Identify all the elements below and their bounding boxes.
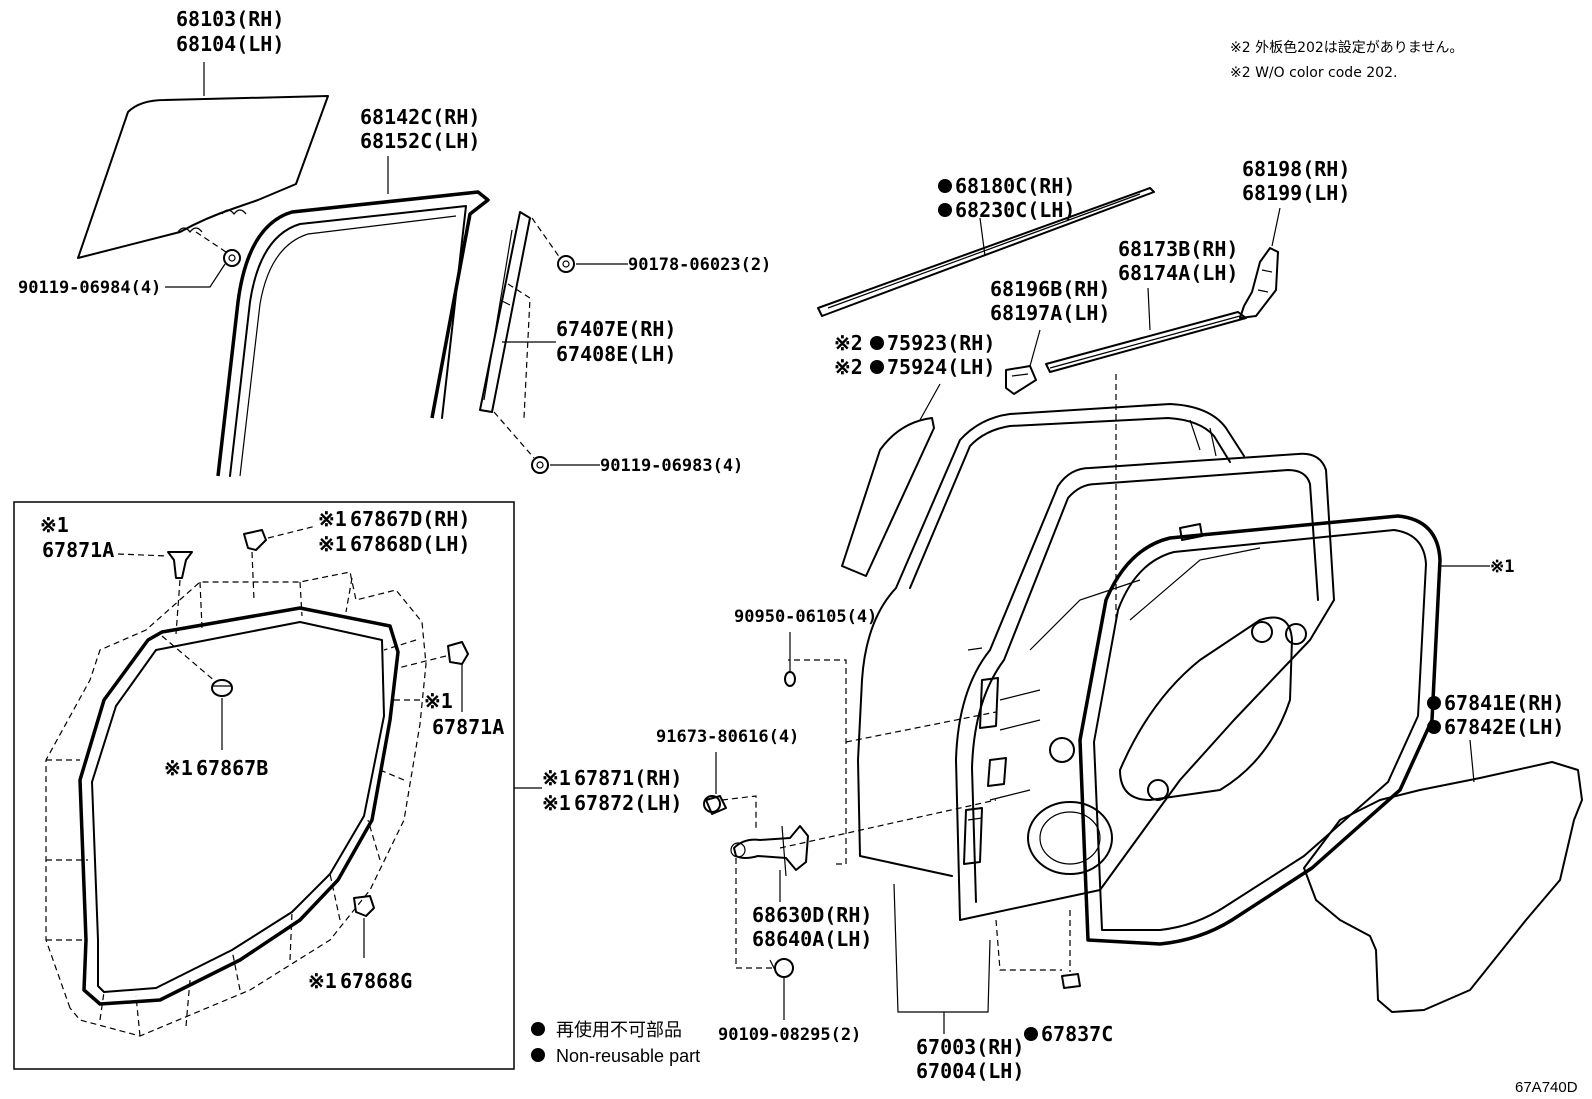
bolt-icon-2 <box>531 456 549 474</box>
label-67004: 67004(LH) <box>916 1059 1024 1083</box>
ref2-b: ※2 <box>834 355 863 379</box>
door-weatherstrip <box>1078 514 1442 946</box>
label-67871A-right: 67871A <box>432 715 504 739</box>
ref1-67868G: ※1 <box>308 969 337 993</box>
label-75923: 75923(RH) <box>887 331 995 355</box>
label-68142C: 68142C(RH) <box>360 105 480 129</box>
label-67871A-top: 67871A <box>42 538 114 562</box>
label-68152C: 68152C(LH) <box>360 129 480 153</box>
label-75924: 75924(LH) <box>887 355 995 379</box>
bolt-icon-3 <box>703 795 727 815</box>
ref1-weatherstrip: ※1 <box>1490 557 1514 577</box>
legend-en: Non-reusable part <box>556 1046 700 1066</box>
label-67868G: 67868G <box>340 969 412 993</box>
bolt-icon <box>223 249 241 267</box>
ref2-a: ※2 <box>834 331 863 355</box>
label-67837C: 67837C <box>1041 1022 1113 1046</box>
label-68173B: 68173B(RH) <box>1118 237 1238 261</box>
rear-bracket <box>1239 247 1279 319</box>
label-68103: 68103(RH) <box>176 7 284 31</box>
label-67868D: 67868D(LH) <box>350 532 470 556</box>
guide-bracket <box>1005 365 1037 395</box>
rear-door-panel <box>841 403 1335 921</box>
ref1-67872: ※1 <box>542 791 571 815</box>
legend-bullet-jp <box>531 1022 545 1036</box>
note-jp: ※2 外板色202は設定がありません。 <box>1230 39 1463 56</box>
label-68104: 68104(LH) <box>176 32 284 56</box>
label-90119-06983: 90119-06983(4) <box>600 456 743 476</box>
ref1-67867D: ※1 <box>318 507 347 531</box>
label-67842E: 67842E(LH) <box>1444 715 1564 739</box>
clip-67867B <box>211 679 233 697</box>
label-68174A: 68174A(LH) <box>1118 261 1238 285</box>
label-90109-08295: 90109-08295(2) <box>718 1025 861 1045</box>
label-68197A: 68197A(LH) <box>990 301 1110 325</box>
inset-box <box>13 501 515 1070</box>
label-67867D: 67867D(RH) <box>350 507 470 531</box>
door-check <box>730 825 809 877</box>
clip-67867D <box>243 529 267 551</box>
label-67407E: 67407E(RH) <box>556 317 676 341</box>
service-hole-cover <box>1303 761 1583 1013</box>
note-en: ※2 W/O color code 202. <box>1230 65 1397 81</box>
glass-run-channel <box>479 211 531 413</box>
clip-icon <box>557 255 575 273</box>
clip-67868G <box>353 895 375 917</box>
door-glass <box>77 95 329 259</box>
label-68199: 68199(LH) <box>1242 181 1350 205</box>
figure-code: 67A740D <box>1515 1079 1578 1096</box>
label-68230C: 68230C(LH) <box>955 198 1075 222</box>
label-68198: 68198(RH) <box>1242 157 1350 181</box>
inset-weatherstrip <box>45 571 427 1037</box>
label-90950-06105: 90950-06105(4) <box>734 607 877 627</box>
ref1-67868D: ※1 <box>318 532 347 556</box>
label-67872: 67872(LH) <box>574 791 682 815</box>
legend-bullet-en <box>531 1048 545 1062</box>
label-91673-80616: 91673-80616(4) <box>656 727 799 747</box>
legend-jp: 再使用不可部品 <box>556 1020 682 1040</box>
ref1-67871: ※1 <box>542 766 571 790</box>
clip-67871A-top <box>167 551 193 579</box>
belt-weatherstrip <box>1045 311 1247 373</box>
label-90178-06023: 90178-06023(2) <box>628 255 771 275</box>
label-90119-06984: 90119-06984(4) <box>18 278 161 298</box>
label-67841E: 67841E(RH) <box>1444 691 1564 715</box>
label-67003: 67003(RH) <box>916 1035 1024 1059</box>
label-67871: 67871(RH) <box>574 766 682 790</box>
label-67408E: 67408E(LH) <box>556 342 676 366</box>
door-frame-moulding <box>216 190 490 477</box>
clip-67871A-right <box>447 641 469 665</box>
label-68640A: 68640A(LH) <box>752 927 872 951</box>
ref1-67871A-right: ※1 <box>424 689 453 713</box>
label-67867B: 67867B <box>196 756 268 780</box>
bolt-icon-4 <box>769 958 794 978</box>
label-68630D: 68630D(RH) <box>752 903 872 927</box>
label-68180C: 68180C(RH) <box>955 174 1075 198</box>
ref1-67867B: ※1 <box>164 756 193 780</box>
ref1-67871A-top: ※1 <box>40 513 69 537</box>
label-68196B: 68196B(RH) <box>990 277 1110 301</box>
